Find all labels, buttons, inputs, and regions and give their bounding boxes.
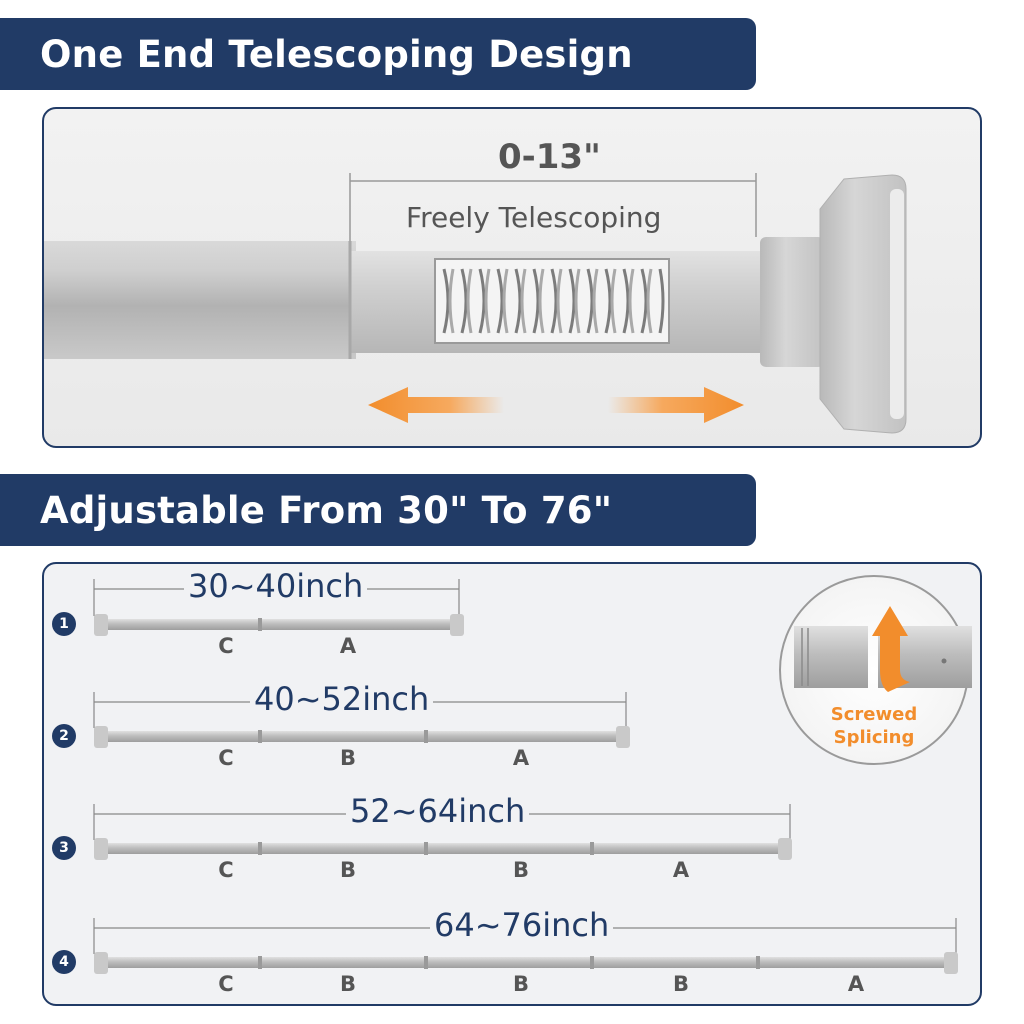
segment-label: B [672, 972, 689, 996]
section-title-text: One End Telescoping Design [40, 32, 633, 76]
end-cap-flange [819, 174, 907, 434]
outer-tube [44, 241, 356, 359]
segment-label: C [218, 858, 234, 882]
rotate-arrow-icon [872, 606, 910, 692]
segment-label: C [218, 972, 234, 996]
callout-line-2: Splicing [833, 727, 915, 748]
segment-label: B [339, 858, 356, 882]
segment-label: A [847, 972, 865, 996]
telescoping-measurement: 0-13" [498, 137, 601, 177]
segment-label: B [339, 972, 356, 996]
number-badge-icon: 3 [52, 836, 76, 860]
segment-label: A [339, 634, 357, 658]
rod-configurations [93, 575, 972, 974]
spring-coils [442, 268, 665, 334]
arrow-right-icon [608, 387, 744, 423]
telescoping-panel: 0-13" Freely Telescoping [42, 107, 982, 448]
segment-label: B [339, 746, 356, 770]
section-title-adjustable: Adjustable From 30" To 76" [0, 474, 756, 546]
end-cap-neck [760, 237, 824, 367]
number-badge-icon: 1 [52, 612, 76, 636]
number-badge-icon: 2 [52, 724, 76, 748]
telescoping-rod-illustration [44, 173, 907, 434]
segment-label: A [672, 858, 690, 882]
segment-label: C [218, 634, 234, 658]
rod-3 [94, 838, 792, 860]
rod-4 [94, 952, 958, 974]
segment-label: B [512, 972, 529, 996]
section-title-text: Adjustable From 30" To 76" [40, 488, 613, 532]
rod-2 [94, 726, 630, 748]
segment-label: C [218, 746, 234, 770]
range-label: 64~76inch [430, 906, 614, 944]
range-label: 40~52inch [250, 680, 434, 718]
rod-1 [94, 614, 464, 636]
segment-label: B [512, 858, 529, 882]
splicing-callout: Screwed Splicing [814, 703, 934, 749]
range-label: 52~64inch [346, 792, 530, 830]
splicing-inset [779, 575, 972, 765]
segment-label: A [512, 746, 530, 770]
telescoping-caption: Freely Telescoping [406, 201, 662, 234]
number-badge-icon: 4 [52, 950, 76, 974]
range-label: 30~40inch [184, 567, 368, 605]
callout-line-1: Screwed [830, 704, 918, 725]
arrow-left-icon [368, 387, 504, 423]
section-title-telescoping: One End Telescoping Design [0, 18, 756, 90]
